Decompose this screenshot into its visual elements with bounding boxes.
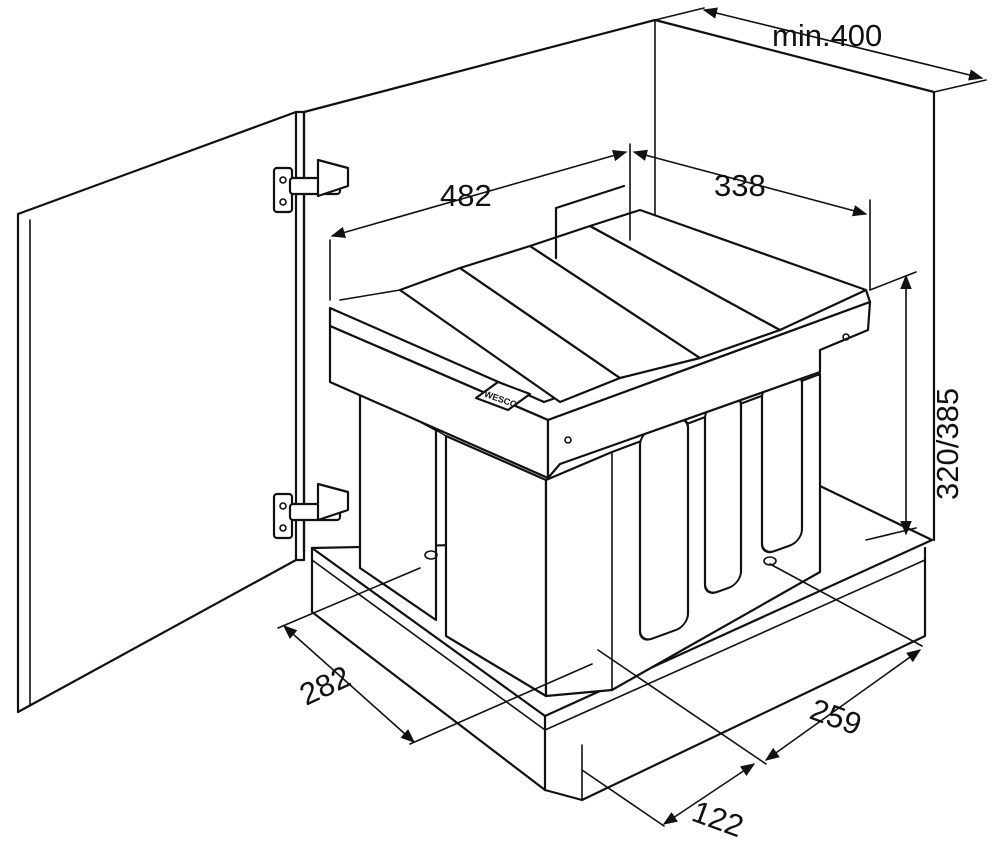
brand-logo: WESCO xyxy=(474,380,532,412)
cabinet-door xyxy=(16,110,306,714)
dim-label-rear-offset: 122 xyxy=(688,794,749,845)
bin-lid xyxy=(328,184,872,480)
hinge-lower xyxy=(272,482,350,540)
dim-label-height: 320/385 xyxy=(930,388,965,500)
dim-label-rear-width: 259 xyxy=(806,692,867,743)
dim-label-cabinet-depth: min.400 xyxy=(772,18,882,53)
dim-label-front-depth: 282 xyxy=(294,659,356,713)
dim-label-frame-depth: 338 xyxy=(714,168,766,203)
hinge-upper xyxy=(272,158,350,214)
dimension-lines xyxy=(277,7,987,827)
dim-label-bin-width: 482 xyxy=(440,178,492,213)
bin-frame xyxy=(544,372,822,698)
